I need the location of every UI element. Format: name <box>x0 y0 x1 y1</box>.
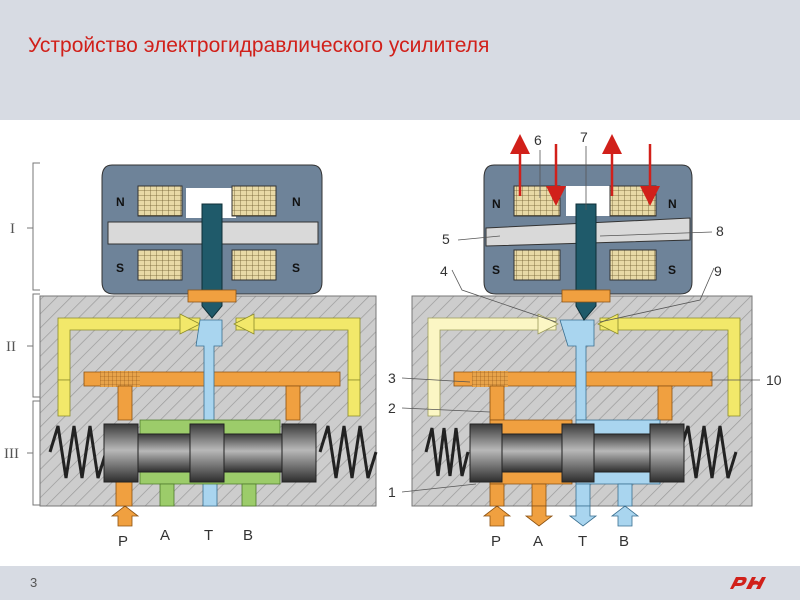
callout-8: 8 <box>716 223 724 239</box>
left-pole-n-2: N <box>292 195 301 209</box>
callout-9: 9 <box>714 263 722 279</box>
header-band <box>0 0 800 120</box>
page-number: 3 <box>30 575 38 590</box>
callout-3: 3 <box>388 370 396 386</box>
right-port-A: A <box>533 533 543 550</box>
right-valve-diagram: N N S S 6 7 5 8 4 9 3 10 2 1 P <box>388 129 782 550</box>
electrohydraulic-amplifier-diagram: I II III <box>4 129 782 550</box>
coil-icon <box>137 185 183 217</box>
stage-label-I: I <box>10 221 15 237</box>
rzd-logo-icon <box>730 577 766 589</box>
stage-label-III: III <box>4 446 19 462</box>
right-pole-n-1: N <box>492 197 501 211</box>
left-pole-s-1: S <box>116 261 124 275</box>
flow-arrow-icon <box>110 505 140 527</box>
current-arrows <box>510 134 660 206</box>
spring-icon <box>48 425 378 479</box>
callout-6: 6 <box>534 132 542 148</box>
left-pole-n-1: N <box>116 195 125 209</box>
right-pole-s-1: S <box>492 263 500 277</box>
left-port-T: T <box>204 527 213 544</box>
callout-7: 7 <box>580 129 588 145</box>
right-port-P: P <box>491 533 501 550</box>
right-port-T: T <box>578 533 587 550</box>
left-valve-diagram: N N S S P A T B <box>39 164 378 550</box>
stage-brackets <box>27 162 40 506</box>
callout-5: 5 <box>442 231 450 247</box>
right-flapper <box>575 203 597 321</box>
left-port-B: B <box>243 527 253 544</box>
callout-10: 10 <box>766 372 782 388</box>
callout-2: 2 <box>388 400 396 416</box>
right-pole-n-2: N <box>668 197 677 211</box>
left-flapper <box>201 203 223 319</box>
left-filter-mesh <box>100 371 140 387</box>
left-port-P: P <box>118 533 128 550</box>
left-pole-s-2: S <box>292 261 300 275</box>
left-port-A: A <box>160 527 170 544</box>
callout-leaders <box>401 146 760 493</box>
callout-1: 1 <box>388 484 396 500</box>
right-pole-s-2: S <box>668 263 676 277</box>
slide-title: Устройство электрогидравлического усилит… <box>28 34 490 57</box>
right-port-B: B <box>619 533 629 550</box>
callout-4: 4 <box>440 263 448 279</box>
stage-label-II: II <box>6 339 16 355</box>
footer-band <box>0 566 800 600</box>
